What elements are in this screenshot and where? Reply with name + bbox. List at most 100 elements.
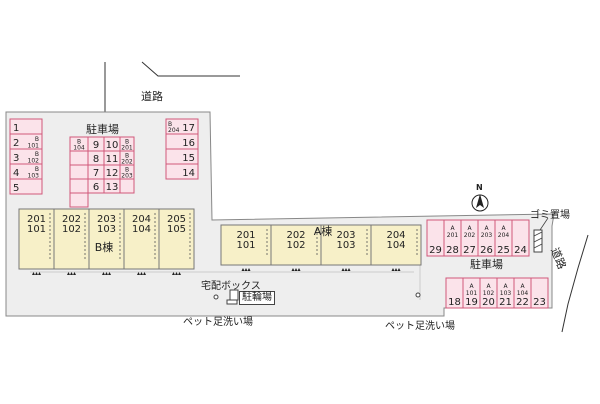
parking-stall-number: 3 — [13, 153, 19, 164]
parking-stall-center-rightsub — [119, 178, 135, 194]
parking-stall-center-mid: 6 — [87, 178, 105, 194]
building-b-unit-lower-number: 103 — [97, 224, 116, 235]
parking-stall-unit-building: A — [467, 225, 472, 232]
parking-stall-unit-building: B — [125, 167, 129, 174]
parking-stall-unit-room: 203 — [121, 173, 133, 180]
parking-stall-unit-building: B — [35, 151, 39, 158]
parking-stall-number: 28 — [446, 245, 459, 256]
parking-stall-unit-building: A — [469, 283, 474, 290]
building-b-entrance-marker — [178, 272, 181, 275]
parking-stall-center-left — [69, 164, 89, 180]
trash-area-hatch — [533, 243, 543, 249]
building-b-unit-upper-number: 201 — [27, 214, 46, 225]
building-b-entrance-marker — [67, 272, 70, 275]
parking-stall-number: 23 — [533, 297, 546, 308]
parking-stall-number: 7 — [93, 168, 99, 179]
building-a-name: A棟 — [314, 224, 333, 238]
building-a-unit-upper-number: 202 — [286, 230, 305, 241]
building-a-entrance-marker — [397, 268, 401, 271]
parking-stall-center-right: 12 — [103, 164, 121, 180]
parking-label-east: 駐車場 — [470, 258, 503, 271]
building-a-unit-box — [220, 224, 272, 266]
parking-stall-unit-room: 201 — [121, 145, 133, 152]
parking-stall-box — [69, 192, 89, 208]
pet-wash-marker-right — [415, 292, 421, 298]
building-a-unit-box — [270, 224, 322, 266]
building-b-unit-upper-number: 202 — [62, 214, 81, 225]
parking-stall-center-right: 10 — [103, 136, 121, 152]
parking-stall-number: 16 — [182, 138, 195, 149]
building-b-unit-upper-number: 204 — [132, 214, 151, 225]
parking-stall-number: 29 — [429, 245, 442, 256]
building-a-entrance-marker — [241, 268, 245, 271]
parking-stall-unit-room: 101 — [466, 290, 478, 297]
parking-stall-number: 26 — [480, 245, 493, 256]
parking-stall-unit-room: 104 — [517, 290, 529, 297]
building-b-entrance-marker — [102, 272, 105, 275]
parking-stall-number: 5 — [13, 183, 19, 194]
building-b-unit-lower-number: 101 — [27, 224, 46, 235]
parking-stall-number: 25 — [497, 245, 510, 256]
parking-stall-number: 15 — [182, 153, 195, 164]
building-a-entrance-marker — [394, 268, 398, 271]
pet-wash-label-right: ペット足洗い場 — [385, 321, 455, 332]
parking-stall-unit-building: B — [125, 153, 129, 160]
parking-stall-east-top: 24 — [511, 219, 530, 257]
building-b-entrance-marker — [73, 272, 76, 275]
parking-stall-north: 16 — [165, 133, 199, 150]
building-b-entrance-marker — [38, 272, 41, 275]
parking-stall-unit-room: 102 — [483, 290, 495, 297]
parking-stall-box — [530, 277, 549, 309]
road-line-right — [561, 234, 589, 333]
parking-stall-number: 27 — [463, 245, 476, 256]
parking-stall-box — [9, 178, 43, 195]
parking-stall-unit-room: 202 — [464, 232, 476, 239]
parking-stall-unit-building: A — [450, 225, 455, 232]
parking-stall-unit-room: 101 — [28, 143, 40, 150]
parking-label-northwest: 駐車場 — [86, 123, 119, 136]
parking-stall-east-bottom: 18 — [445, 277, 464, 309]
pet-wash-marker-left — [213, 294, 219, 300]
parking-stall-number: 12 — [106, 168, 119, 179]
parking-stall-center-right: 13 — [103, 178, 121, 194]
building-a-entrance-marker — [244, 268, 248, 271]
building-a-entrance-marker — [341, 268, 345, 271]
compass-north-label: N — [476, 183, 483, 192]
building-a-entrance-marker — [347, 268, 351, 271]
parking-stall-center-right: 11 — [103, 150, 121, 166]
delivery-box-label: 宅配ボックス — [201, 281, 261, 292]
trash-label-leader — [539, 217, 549, 231]
building-a-unit-box — [320, 224, 372, 266]
parking-stall-number: 8 — [93, 154, 99, 165]
parking-stall-number: 1 — [13, 123, 19, 134]
building-b-unit-upper-number: 203 — [97, 214, 116, 225]
parking-stall-unit-building: B — [35, 166, 39, 173]
trash-area — [533, 229, 543, 253]
parking-stall-box — [119, 178, 135, 194]
parking-stall-box — [69, 150, 89, 166]
building-b-unit-lower-number: 102 — [62, 224, 81, 235]
bicycle-parking-marker — [226, 299, 238, 305]
parking-stall-unit-room: 103 — [500, 290, 512, 297]
parking-stall-number: 19 — [465, 297, 478, 308]
parking-stall-number: 13 — [106, 182, 119, 193]
road-line-top — [141, 61, 240, 77]
building-b-unit-lower-number: 104 — [132, 224, 151, 235]
